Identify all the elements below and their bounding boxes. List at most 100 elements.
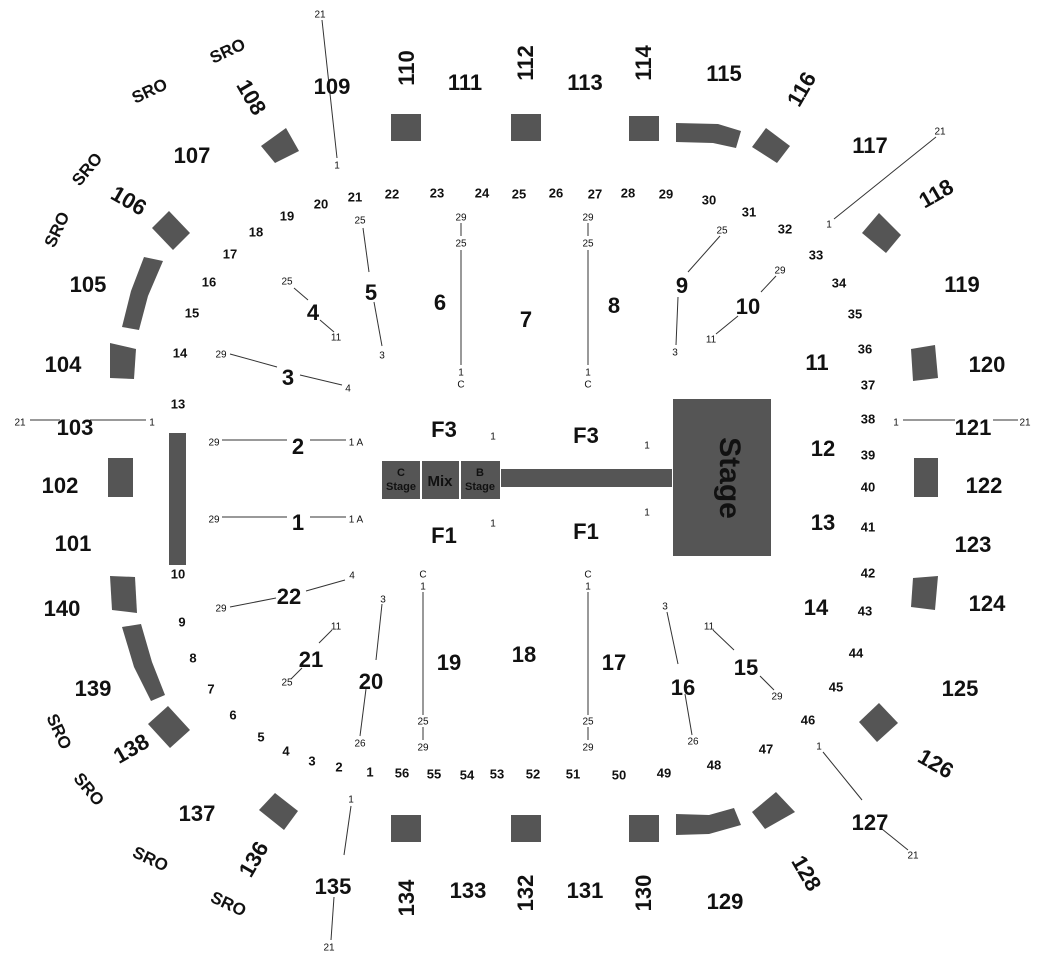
riser-label-41-20[interactable]: 41 (861, 519, 875, 534)
block-134[interactable] (391, 815, 421, 842)
section-label-138-29[interactable]: 138 (109, 729, 153, 769)
riser-label-8-43[interactable]: 8 (189, 650, 196, 665)
section-label-102-33[interactable]: 102 (42, 473, 79, 498)
section-label-129-20[interactable]: 129 (707, 889, 744, 914)
riser-label-9-44[interactable]: 9 (178, 614, 185, 629)
block-132[interactable] (511, 815, 541, 842)
floor-label-19-18[interactable]: 19 (437, 650, 461, 675)
section-label-120-11[interactable]: 120 (969, 352, 1006, 377)
section-label-114-5[interactable]: 114 (631, 44, 656, 80)
block-105[interactable] (122, 257, 163, 330)
floor-label-2-1[interactable]: 2 (292, 434, 304, 459)
section-label-133-24[interactable]: 133 (450, 878, 487, 903)
riser-label-14-47[interactable]: 14 (173, 345, 188, 360)
riser-label-33-12[interactable]: 33 (809, 247, 823, 262)
sro-label-SRO-7[interactable]: SRO (208, 888, 249, 921)
floor-label-12-11[interactable]: 12 (811, 436, 835, 461)
section-label-113-4[interactable]: 113 (567, 70, 603, 95)
riser-label-26-5[interactable]: 26 (549, 185, 563, 200)
section-label-105-36[interactable]: 105 (70, 272, 107, 297)
floor-label-14-13[interactable]: 14 (804, 595, 829, 620)
section-label-135-26[interactable]: 135 (315, 874, 352, 899)
riser-label-17-50[interactable]: 17 (223, 246, 237, 261)
floor-label-17-16[interactable]: 17 (602, 650, 626, 675)
mix-position[interactable] (422, 461, 459, 499)
floor-label-F3-22[interactable]: F3 (431, 417, 457, 442)
riser-label-25-4[interactable]: 25 (512, 186, 526, 201)
floor-label-11-10[interactable]: 11 (805, 350, 828, 375)
riser-label-31-10[interactable]: 31 (742, 204, 756, 219)
sro-label-SRO-0[interactable]: SRO (207, 35, 248, 68)
section-label-118-9[interactable]: 118 (915, 174, 958, 213)
floor-label-13-12[interactable]: 13 (811, 510, 835, 535)
riser-label-35-14[interactable]: 35 (848, 306, 862, 321)
floor-label-3-2[interactable]: 3 (282, 365, 294, 390)
riser-label-52-31[interactable]: 52 (526, 766, 540, 781)
riser-label-43-22[interactable]: 43 (858, 603, 872, 618)
floor-label-7-6[interactable]: 7 (520, 307, 532, 332)
riser-label-5-40[interactable]: 5 (257, 729, 264, 744)
riser-label-37-16[interactable]: 37 (861, 377, 875, 392)
floor-label-21-20[interactable]: 21 (299, 647, 323, 672)
riser-label-2-37[interactable]: 2 (335, 759, 342, 774)
section-label-136-27[interactable]: 136 (234, 837, 274, 881)
block-124[interactable] (911, 576, 938, 610)
riser-label-30-9[interactable]: 30 (702, 192, 716, 207)
runway[interactable] (501, 469, 672, 487)
riser-label-56-35[interactable]: 56 (395, 765, 409, 780)
section-label-130-21[interactable]: 130 (631, 875, 656, 912)
sro-label-SRO-6[interactable]: SRO (130, 843, 171, 876)
riser-label-50-29[interactable]: 50 (612, 767, 626, 782)
block-104[interactable] (110, 343, 136, 379)
riser-label-44-23[interactable]: 44 (849, 645, 864, 660)
block-114[interactable] (629, 116, 659, 141)
section-label-116-7[interactable]: 116 (782, 68, 821, 111)
section-label-125-16[interactable]: 125 (942, 676, 979, 701)
riser-label-3-38[interactable]: 3 (308, 753, 315, 768)
sro-label-SRO-5[interactable]: SRO (70, 769, 108, 809)
riser-label-15-48[interactable]: 15 (185, 305, 199, 320)
section-label-117-8[interactable]: 117 (852, 133, 888, 158)
block-130[interactable] (629, 815, 659, 842)
section-label-109-0[interactable]: 109 (314, 74, 351, 99)
section-label-123-14[interactable]: 123 (955, 532, 992, 557)
section-label-115-6[interactable]: 115 (706, 61, 742, 86)
block-115[interactable] (676, 123, 741, 148)
floor-label-16-15[interactable]: 16 (671, 675, 695, 700)
riser-label-54-33[interactable]: 54 (460, 767, 475, 782)
block-129[interactable] (676, 808, 741, 835)
c-stage[interactable] (382, 461, 420, 499)
floor-label-F1-24[interactable]: F1 (431, 523, 457, 548)
riser-label-49-28[interactable]: 49 (657, 765, 671, 780)
section-label-132-23[interactable]: 132 (513, 875, 538, 912)
riser-label-1-36[interactable]: 1 (366, 764, 373, 779)
block-108[interactable] (261, 128, 299, 163)
section-label-101-32[interactable]: 101 (55, 531, 92, 556)
floor-label-8-7[interactable]: 8 (608, 293, 620, 318)
section-label-137-28[interactable]: 137 (179, 801, 216, 826)
section-label-131-22[interactable]: 131 (567, 878, 604, 903)
riser-label-40-19[interactable]: 40 (861, 479, 875, 494)
riser-label-38-17[interactable]: 38 (861, 411, 875, 426)
riser-label-47-26[interactable]: 47 (759, 741, 773, 756)
riser-label-22-1[interactable]: 22 (385, 186, 399, 201)
block-riser-left[interactable] (169, 433, 186, 565)
floor-label-15-14[interactable]: 15 (734, 655, 758, 680)
riser-label-23-2[interactable]: 23 (430, 185, 444, 200)
section-label-119-10[interactable]: 119 (944, 272, 980, 297)
riser-label-20-53[interactable]: 20 (314, 196, 328, 211)
sro-label-SRO-1[interactable]: SRO (129, 75, 170, 108)
floor-label-4-3[interactable]: 4 (307, 300, 320, 325)
riser-label-16-49[interactable]: 16 (202, 274, 216, 289)
sro-label-SRO-4[interactable]: SRO (43, 711, 76, 752)
riser-label-7-42[interactable]: 7 (207, 681, 214, 696)
section-label-112-3[interactable]: 112 (513, 45, 538, 81)
block-116[interactable] (752, 128, 790, 163)
riser-label-36-15[interactable]: 36 (858, 341, 872, 356)
riser-label-19-52[interactable]: 19 (280, 208, 294, 223)
section-label-110-1[interactable]: 110 (394, 50, 419, 86)
section-label-139-30[interactable]: 139 (75, 676, 112, 701)
riser-label-39-18[interactable]: 39 (861, 447, 875, 462)
floor-label-9-8[interactable]: 9 (676, 273, 688, 298)
riser-label-34-13[interactable]: 34 (832, 275, 847, 290)
